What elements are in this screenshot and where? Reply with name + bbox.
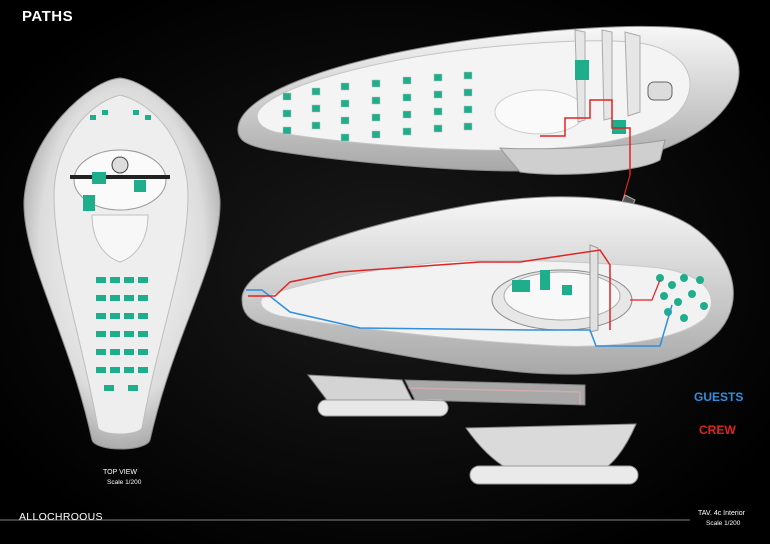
lower-deck-seating-cluster <box>656 274 708 322</box>
crew-path-lower <box>248 249 611 330</box>
top-view-lounge <box>91 214 149 263</box>
page-title: PATHS <box>22 8 74 25</box>
sheet-scale: Scale 1/200 <box>706 520 741 527</box>
pod-small-base <box>317 399 449 417</box>
top-view-central-cabin <box>70 149 170 211</box>
lower-deck-view <box>241 196 734 375</box>
guests-path-lower <box>246 289 673 347</box>
legend-crew: CREW <box>699 423 736 437</box>
lower-deck-keel-strip <box>404 379 586 406</box>
upper-deck-seats <box>282 71 473 142</box>
lower-modules <box>306 374 639 485</box>
pod-large-base <box>469 465 639 485</box>
legend-guests: GUESTS <box>694 390 744 404</box>
brand-label: ALLOCHROOUS <box>19 511 103 523</box>
top-view-label: TOP VIEW <box>103 469 137 476</box>
sheet-reference: TAV. 4c Interior <box>698 510 745 517</box>
top-view-scale: Scale 1/200 <box>107 479 142 486</box>
top-view-cockpit-seats <box>90 110 151 120</box>
top-view <box>23 77 221 450</box>
upper-deck-keel <box>498 139 666 175</box>
upper-deck-view <box>237 25 740 175</box>
lower-deck-central-cabin <box>491 244 633 333</box>
crew-path-right <box>630 279 661 301</box>
upper-deck-lounge <box>494 29 673 135</box>
upper-deck-crew-path <box>540 99 631 175</box>
top-view-seat-rows <box>96 277 148 391</box>
